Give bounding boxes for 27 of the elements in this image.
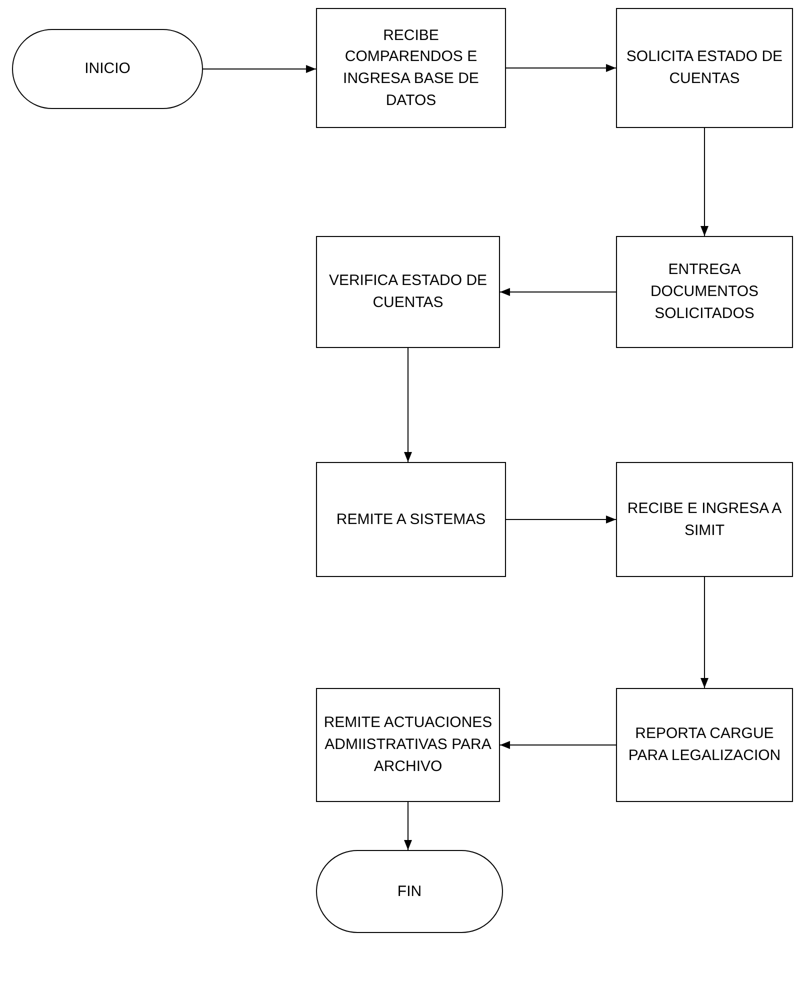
arrow — [506, 64, 616, 72]
node-label: INICIO — [84, 59, 130, 80]
arrow — [500, 741, 616, 749]
arrow — [700, 576, 708, 688]
arrow — [202, 65, 316, 73]
arrow — [404, 348, 412, 462]
node-label: VERIFICA ESTADO DE CUENTAS — [328, 271, 488, 313]
arrow — [500, 288, 616, 296]
arrow — [506, 516, 616, 524]
node-label: ENTREGA DOCUMENTOS SOLICITADOS — [649, 260, 760, 324]
process-box — [616, 462, 793, 577]
process-box — [316, 236, 500, 348]
process-box — [316, 688, 500, 802]
node-label: RECIBE COMPARENDOS E INGRESA BASE DE DATOS — [342, 26, 480, 111]
process-box — [616, 688, 793, 802]
node-label: REMITE ACTUACIONES ADMIISTRATIVAS PARA ARCHIVO — [323, 713, 493, 777]
node-label: REMITE A SISTEMAS — [336, 510, 486, 530]
node-label: FIN — [397, 882, 422, 902]
process-box — [316, 8, 506, 128]
arrow — [404, 802, 412, 850]
arrow — [700, 128, 708, 236]
node-label: RECIBE E INGRESA A SIMIT — [626, 498, 783, 540]
process-box — [616, 8, 793, 128]
node-label: SOLICITA ESTADO DE CUENTAS — [625, 47, 784, 89]
process-box — [616, 236, 793, 348]
process-box — [316, 462, 506, 577]
node-label: REPORTA CARGUE PARA LEGALIZACION — [627, 724, 782, 766]
